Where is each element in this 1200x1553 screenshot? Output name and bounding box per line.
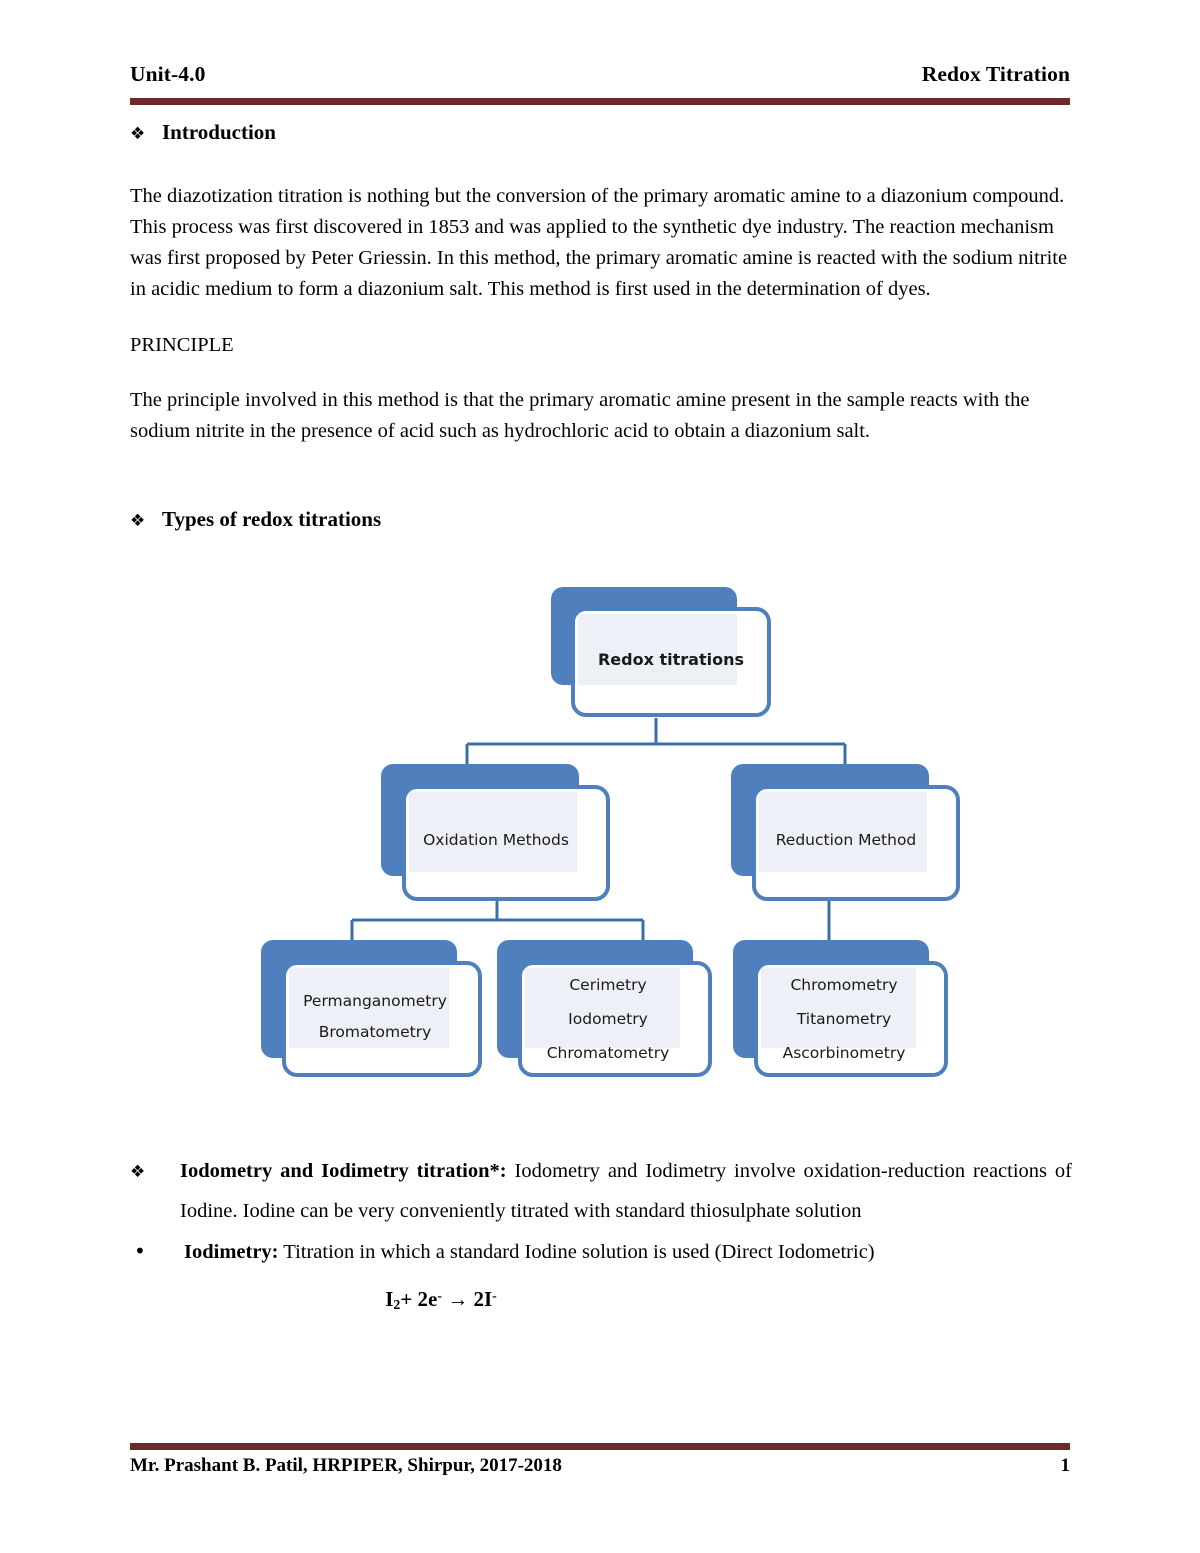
- node-inner-panel: [289, 968, 449, 1048]
- node-inner-panel: [578, 614, 737, 685]
- page-number: 1: [1060, 1455, 1071, 1476]
- principle-label: PRINCIPLE: [130, 333, 234, 356]
- heading-introduction-label: Introduction: [162, 120, 276, 144]
- diagram-node-chromatometry-label: Chromatometry: [547, 1044, 670, 1062]
- diagram-node-ascorbinometry-label: Ascorbinometry: [783, 1044, 906, 1062]
- bullet-bold-lead: Iodimetry:: [184, 1240, 279, 1263]
- diagram-node-reduction-method: Reduction Method: [731, 764, 960, 901]
- diagram-node-oxidation-label: Oxidation Methods: [423, 831, 569, 849]
- bullet-bold-lead: Iodometry and Iodimetry titration*:: [180, 1160, 507, 1182]
- diamond-bullet-icon: ❖: [130, 511, 146, 532]
- diagram-node-root: Redox titrations: [551, 587, 771, 717]
- bullet-body-text: Iodometry and Iodimetry involve oxidatio…: [180, 1160, 1073, 1222]
- heading-types-of-redox-titrations: ❖ Types of redox titrations: [130, 507, 1070, 532]
- node-inner-panel: [761, 968, 916, 1048]
- footer-author-label: Mr. Prashant B. Patil, HRPIPER, Shirpur,…: [130, 1455, 562, 1476]
- list-item: • Iodimetry: Titration in which a standa…: [130, 1232, 1072, 1273]
- redox-titration-hierarchy-diagram: Redox titrations Oxidation Methods Reduc…: [0, 578, 1200, 1098]
- diagram-node-bromatometry-label: Bromatometry: [319, 1023, 432, 1041]
- header-title-label: Redox Titration: [921, 62, 1070, 86]
- diagram-node-root-label: Redox titrations: [598, 650, 744, 669]
- diagram-node-permanganometry-label: Permanganometry: [303, 992, 447, 1010]
- diagram-node-oxidation-child-1: Permanganometry Bromatometry: [261, 940, 482, 1077]
- heading-types-label: Types of redox titrations: [162, 507, 382, 532]
- bullet-iodometry-iodimetry-titration: Iodometry and Iodimetry titration*: Iodo…: [180, 1152, 1072, 1232]
- heading-introduction: ❖ Introduction: [130, 120, 1070, 145]
- list-item: ❖ Iodometry and Iodimetry titration*: Io…: [130, 1152, 1072, 1232]
- page-header: Unit-4.0 Redox Titration: [130, 62, 1070, 87]
- footer-rule: [130, 1443, 1070, 1450]
- diagram-node-titanometry-label: Titanometry: [796, 1010, 891, 1028]
- node-inner-panel: [759, 792, 927, 872]
- diagram-node-iodometry-label: Iodometry: [568, 1010, 648, 1028]
- diamond-bullet-icon: ❖: [130, 124, 146, 144]
- node-inner-panel: [409, 792, 577, 872]
- chemical-equation: I2+ 2e- → 2I-: [130, 1287, 1072, 1313]
- round-bullet-icon: •: [134, 1238, 146, 1263]
- diagram-node-cerimetry-label: Cerimetry: [569, 976, 646, 994]
- principle-paragraph: The principle involved in this method is…: [130, 388, 1030, 442]
- diagram-node-reduction-child-1: Chromometry Titanometry Ascorbinometry: [733, 940, 948, 1077]
- formula-electron-charge: -: [437, 1288, 442, 1304]
- formula-species-iodine: I: [385, 1286, 394, 1311]
- diagram-node-reduction-label: Reduction Method: [776, 831, 917, 849]
- diagram-node-oxidation-methods: Oxidation Methods: [381, 764, 610, 901]
- bullet-iodimetry: Iodimetry: Titration in which a standard…: [184, 1233, 1072, 1273]
- header-rule: [130, 98, 1070, 105]
- lower-bullet-list: ❖ Iodometry and Iodimetry titration*: Io…: [130, 1152, 1072, 1313]
- formula-product-charge: -: [492, 1288, 497, 1304]
- page-footer: Mr. Prashant B. Patil, HRPIPER, Shirpur,…: [130, 1455, 1070, 1477]
- formula-arrow-icon: →: [447, 1286, 469, 1311]
- intro-paragraph: The diazotization titration is nothing b…: [130, 185, 1068, 301]
- diagram-node-oxidation-child-2: Cerimetry Iodometry Chromatometry: [497, 940, 712, 1077]
- formula-product: 2I: [473, 1286, 493, 1311]
- header-unit-label: Unit-4.0: [130, 62, 206, 86]
- formula-plus-electrons: + 2e: [400, 1286, 438, 1311]
- formula-subscript: 2: [393, 1296, 401, 1312]
- diagram-connectors: [350, 718, 847, 940]
- document-body: ❖ Introduction The diazotization titrati…: [130, 120, 1070, 532]
- diagram-node-chromometry-label: Chromometry: [790, 976, 897, 994]
- node-inner-panel: [525, 968, 680, 1048]
- bullet-body-text: Titration in which a standard Iodine sol…: [278, 1240, 875, 1263]
- diamond-bullet-icon: ❖: [130, 1162, 146, 1182]
